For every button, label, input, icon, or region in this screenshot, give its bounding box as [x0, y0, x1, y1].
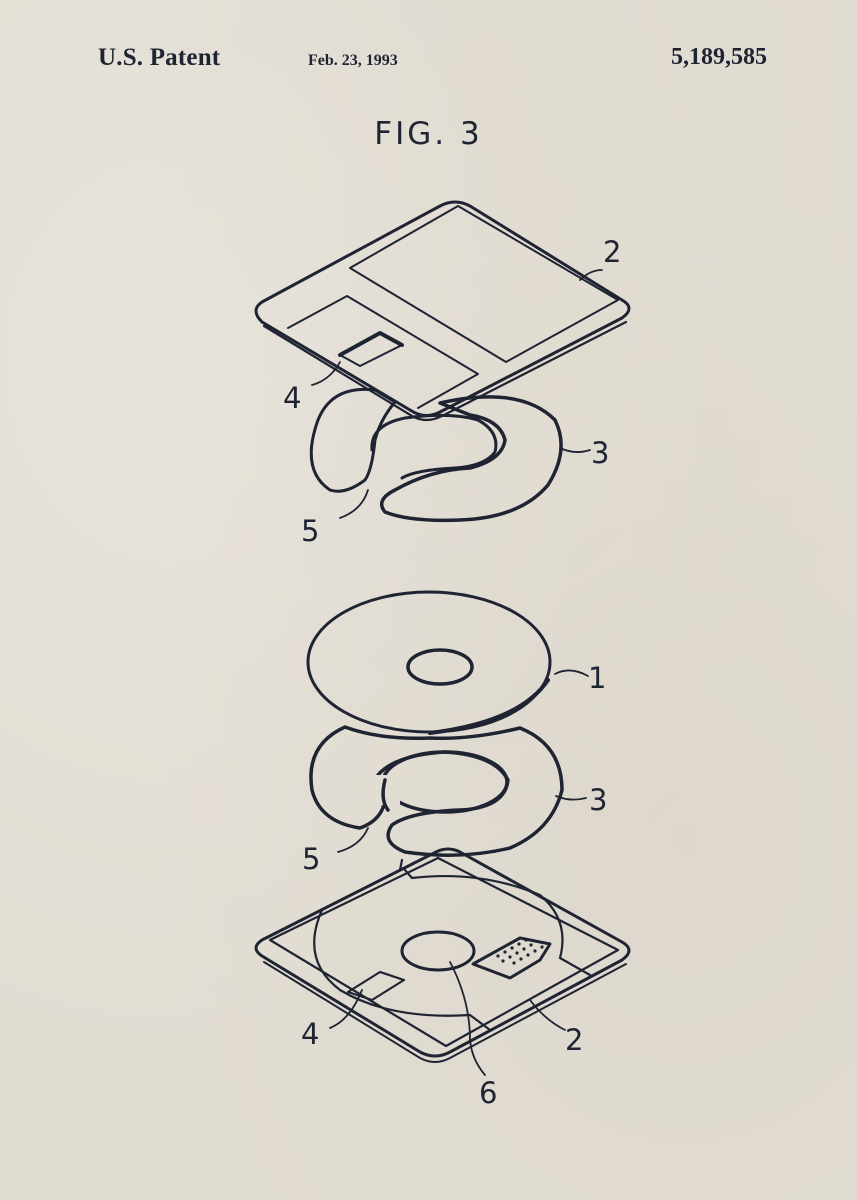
patent-label: U.S. Patent: [98, 44, 221, 71]
patent-date: Feb. 23, 1993: [308, 52, 398, 69]
ref-upper-liner: 3: [591, 436, 609, 470]
ref-upper-slot: 5: [301, 514, 319, 548]
ref-lower-shell: 2: [565, 1023, 583, 1057]
ref-lower-window: 4: [301, 1017, 319, 1051]
upper-liner: [309, 387, 563, 523]
patent-number: 5,189,585: [671, 44, 767, 70]
leader-lines: [311, 269, 603, 1076]
ref-upper-shell: 2: [603, 235, 621, 269]
lower-liner: [309, 725, 564, 857]
figure-title: FIG. 3: [374, 116, 483, 152]
ref-hub-opening: 6: [479, 1076, 497, 1110]
lower-shell: [254, 847, 631, 1063]
disk: [306, 590, 552, 735]
upper-shell: [254, 200, 631, 422]
ref-upper-window: 4: [283, 381, 301, 415]
ref-lower-liner: 3: [589, 783, 607, 817]
ref-lower-slot: 5: [302, 842, 320, 876]
ref-disk: 1: [588, 661, 606, 695]
